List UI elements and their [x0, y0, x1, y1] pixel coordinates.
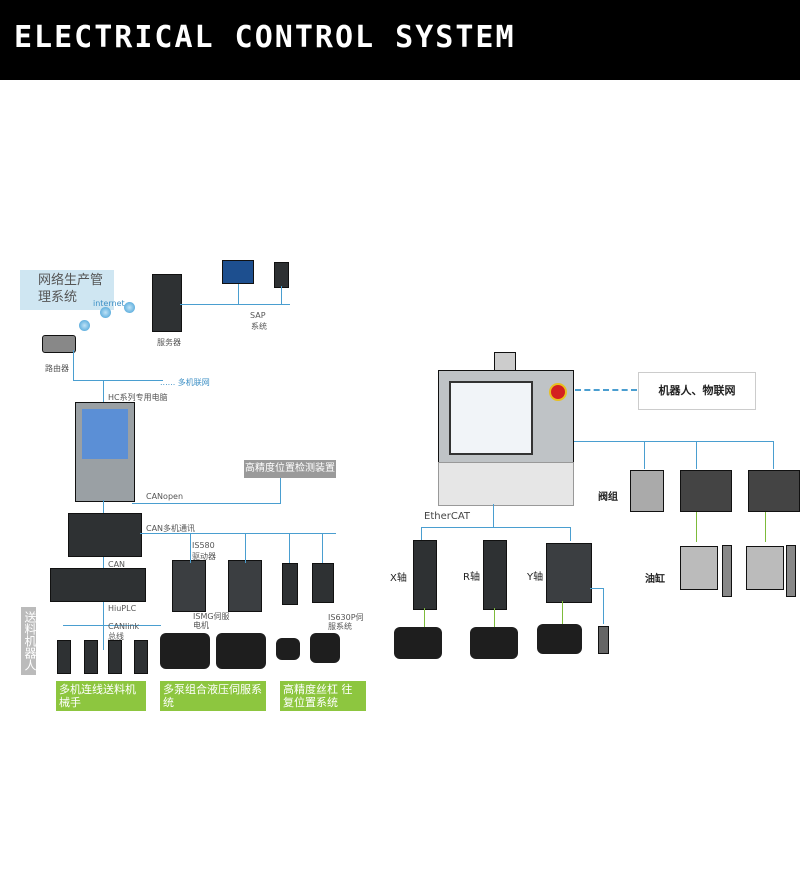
server-icon [152, 274, 182, 332]
hydraulic-servo-box: 多泵组合液压伺服系统 [160, 681, 266, 711]
valve-block [630, 470, 664, 512]
huplc-module [50, 568, 146, 602]
header-bar [0, 0, 800, 80]
detect-label: 高精度位置检测装置 [244, 460, 336, 478]
servo-motor [216, 633, 266, 669]
valve-label: 阀组 [598, 492, 618, 503]
cylinder [786, 545, 796, 597]
server-label: 服务器 [157, 338, 181, 347]
servo-drive [84, 640, 98, 674]
signal-icon [79, 320, 90, 331]
feed-robot-label: 送料机器人 [21, 607, 37, 675]
plc-label: HiuPLC [108, 604, 137, 613]
r-servo-motor [470, 627, 518, 659]
iot-label: 机器人、物联网 [638, 372, 756, 410]
router-label: 路由器 [45, 364, 69, 373]
canopen-label: CANopen [146, 492, 184, 501]
plc-controller [68, 513, 142, 557]
valve-block [748, 470, 800, 512]
cylinder [722, 545, 732, 597]
can-multi-label: CAN多机通讯 [146, 524, 196, 533]
canlink-sub-label: 总线 [108, 632, 124, 641]
cylinder [680, 546, 718, 590]
x-axis-label: X轴 [390, 573, 407, 584]
page-title: ELECTRICAL CONTROL SYSTEM [14, 20, 516, 55]
hmi-panel [438, 370, 574, 464]
can-label: CAN [108, 560, 126, 569]
servo-drive [134, 640, 148, 674]
ismg-label: ISMG伺服 [193, 612, 230, 621]
ismg-sub-label: 电机 [193, 621, 209, 630]
is630-sub-label: 服系统 [328, 622, 352, 631]
canlink-label: CANlink [108, 622, 140, 631]
is580-sub-label: 驱动器 [192, 552, 216, 561]
valve-block [680, 470, 732, 512]
feed-manipulator-box: 多机连线送料机械手 [56, 681, 146, 711]
y-servo-motor [537, 624, 582, 654]
panel-base [438, 462, 574, 506]
internet-label: internet [93, 299, 125, 308]
signal-icon [100, 307, 111, 318]
is630-drive [282, 563, 298, 605]
r-axis-label: R轴 [463, 572, 480, 583]
is580-drive [228, 560, 262, 612]
hc-label: HC系列专用电脑 [108, 393, 168, 402]
y-inverter [546, 543, 592, 603]
is630-label: IS630P伺 [328, 613, 364, 622]
phone-icon [274, 262, 289, 288]
servo-motor [160, 633, 210, 669]
r-servo-drive [483, 540, 507, 610]
servo-drive [57, 640, 71, 674]
is580-label: IS580 [192, 541, 215, 550]
sap-label: SAP [250, 311, 266, 320]
signal-icon [124, 302, 135, 313]
is580-drive [172, 560, 206, 612]
ethercat-label: EtherCAT [424, 511, 470, 522]
encoder-sensor [598, 626, 609, 654]
sap-sub-label: 系统 [251, 322, 267, 331]
ballscrew-box: 高精度丝杠 往复位置系统 [280, 681, 366, 711]
laptop-icon [222, 260, 254, 284]
is630-drive [312, 563, 334, 603]
servo-drive [108, 640, 122, 674]
servo-motor [276, 638, 300, 660]
estop-button[interactable] [549, 383, 567, 401]
hc-controller [75, 402, 135, 502]
cylinder [746, 546, 784, 590]
y-axis-label: Y轴 [527, 572, 544, 583]
x-servo-drive [413, 540, 437, 610]
servo-motor [310, 633, 340, 663]
multi-net-label: ...... 多机联网 [160, 378, 210, 387]
router-icon [42, 335, 76, 353]
mgmt-system-label: 网络生产管理系统 [20, 270, 114, 310]
x-servo-motor [394, 627, 442, 659]
cylinder-label: 油缸 [645, 574, 665, 585]
